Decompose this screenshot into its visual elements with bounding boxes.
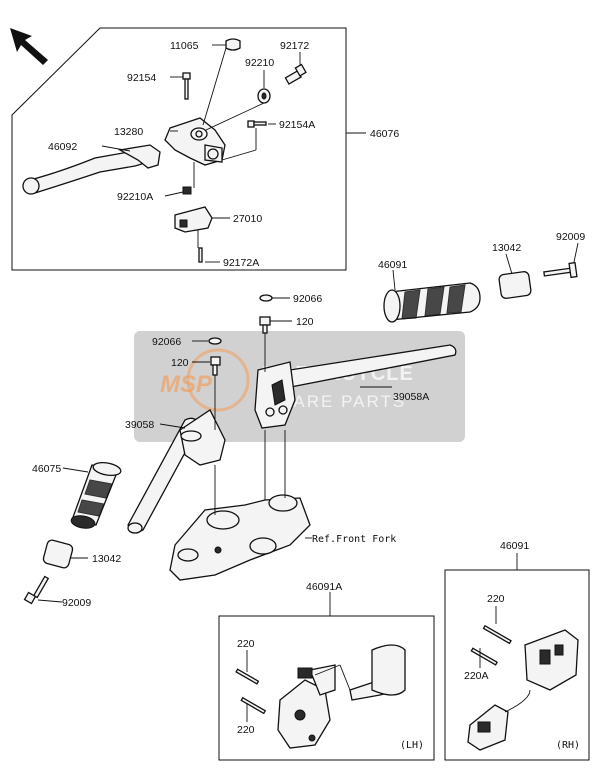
label-46092: 46092 bbox=[48, 141, 77, 153]
label-46091-top: 46091 bbox=[378, 259, 407, 271]
label-92172A: 92172A bbox=[223, 257, 259, 269]
label-92066-b: 92066 bbox=[152, 336, 181, 348]
screw-92009-top bbox=[543, 261, 578, 279]
label-13042-top: 13042 bbox=[492, 242, 521, 254]
arrow-up-left-icon bbox=[10, 28, 48, 65]
label-11065: 11065 bbox=[170, 40, 199, 52]
label-220-lh1: 220 bbox=[237, 638, 255, 650]
label-39058A: 39058A bbox=[393, 391, 429, 403]
screw-92172A bbox=[198, 247, 203, 263]
label-92066-a: 92066 bbox=[293, 293, 322, 305]
label-92172: 92172 bbox=[280, 40, 309, 52]
label-39058: 39058 bbox=[125, 419, 154, 431]
label-120-b: 120 bbox=[171, 357, 189, 369]
lh-switch-46091A bbox=[277, 644, 406, 749]
bolt-92154 bbox=[182, 72, 191, 100]
handlebar-39058 bbox=[127, 409, 226, 534]
bar-end-13042-top bbox=[498, 271, 532, 299]
label-92009-top: 92009 bbox=[556, 231, 585, 243]
screw-220-lh1 bbox=[235, 668, 260, 685]
label-92210A: 92210A bbox=[117, 191, 153, 203]
label-92009-bottom: 92009 bbox=[62, 597, 91, 609]
lh-switch-box bbox=[218, 615, 435, 761]
right-grip-46091 bbox=[383, 282, 481, 323]
label-46091-rh: 46091 bbox=[500, 540, 529, 552]
label-220A-rh: 220A bbox=[464, 670, 489, 682]
washer-92066-b bbox=[208, 337, 222, 345]
bar-end-13042-bottom bbox=[42, 539, 74, 569]
label-92154: 92154 bbox=[127, 72, 156, 84]
watermark-logo: MSP bbox=[160, 371, 213, 398]
label-rh: (RH) bbox=[556, 740, 580, 751]
nut-92210A bbox=[182, 186, 192, 195]
washer-92066-a bbox=[259, 294, 273, 302]
screw-220-lh2 bbox=[240, 696, 267, 715]
label-13042-bottom: 13042 bbox=[92, 553, 121, 565]
rh-switch-46091 bbox=[467, 629, 579, 751]
label-46091A: 46091A bbox=[306, 581, 342, 593]
label-220-rh: 220 bbox=[487, 593, 505, 605]
lever-assembly-box bbox=[11, 27, 347, 271]
label-lh: (LH) bbox=[400, 740, 424, 751]
master-cylinder bbox=[164, 117, 226, 166]
brake-lever bbox=[22, 144, 161, 195]
handlebar-39058A bbox=[254, 344, 457, 429]
screw-220A-rh bbox=[470, 647, 499, 666]
screw-92172 bbox=[284, 63, 307, 85]
screw-220-rh bbox=[482, 624, 512, 645]
label-220-lh2: 220 bbox=[237, 724, 255, 736]
brake-switch-27010 bbox=[174, 206, 213, 248]
label-46075: 46075 bbox=[32, 463, 61, 475]
label-ref-front-fork: Ref.Front Fork bbox=[312, 534, 396, 545]
upper-triple-clamp bbox=[169, 494, 311, 581]
watermark-line2: SPARE PARTS bbox=[268, 392, 406, 411]
screw-92154A bbox=[247, 120, 267, 128]
label-27010: 27010 bbox=[233, 213, 262, 225]
screw-92009-bottom bbox=[23, 575, 50, 605]
label-92210: 92210 bbox=[245, 57, 274, 69]
cap-11065 bbox=[225, 38, 241, 51]
label-46076: 46076 bbox=[370, 128, 399, 140]
label-92154A: 92154A bbox=[279, 119, 315, 131]
left-grip-46075 bbox=[70, 461, 122, 529]
label-120-a: 120 bbox=[296, 316, 314, 328]
bolt-120-a bbox=[259, 316, 271, 334]
label-13280: 13280 bbox=[114, 126, 143, 138]
